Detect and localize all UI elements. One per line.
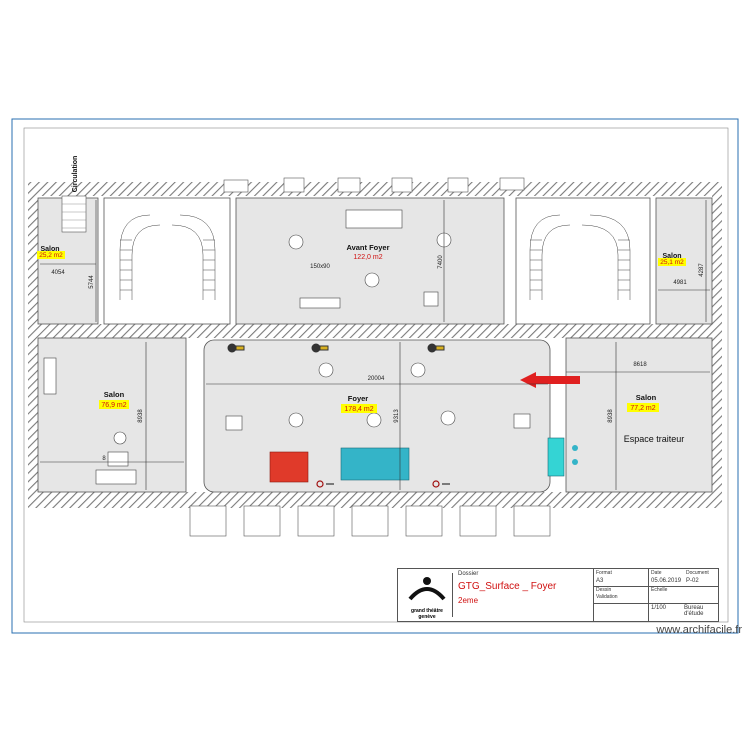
- watermark: www.archifacile.fr: [656, 624, 742, 636]
- salon-left-area-highlight: [99, 400, 129, 409]
- salon-right-area: 77,2 m2: [630, 405, 655, 412]
- drawn-value: Validation: [596, 594, 618, 600]
- foyer-area-highlight: [341, 404, 377, 413]
- avant-foyer-area: 122,0 m2: [353, 254, 382, 261]
- foyer-lamps: [227, 343, 445, 353]
- project-label: Dossier: [458, 571, 479, 577]
- foyer-dim-w: 20004: [368, 376, 385, 382]
- wall-right: [712, 182, 722, 508]
- logo-text: grand théâtre genève: [411, 608, 443, 620]
- sheet-inner-frame: [23, 127, 729, 623]
- salon-top-left-name: Salon: [40, 246, 59, 253]
- tb-divider-h: [593, 586, 718, 587]
- tb-divider-h2: [593, 603, 718, 604]
- room-salon-left: [37, 337, 187, 493]
- room-salon-right: [565, 337, 713, 493]
- stanchions: [316, 480, 450, 488]
- red-block: [269, 451, 309, 483]
- avant-foyer-dim-h: 7400: [438, 255, 444, 269]
- dimension-lines: [40, 200, 710, 490]
- cyan-dot: [572, 445, 578, 451]
- scale-label: Echelle: [651, 587, 668, 593]
- salon-top-right-dim-h: 4287: [699, 263, 705, 277]
- salon-right-area-highlight: [627, 403, 659, 412]
- salon-top-right-name: Salon: [662, 253, 681, 260]
- tb-divider-2: [648, 569, 649, 621]
- drawing-title: GTG_Surface _ Foyer: [458, 581, 557, 592]
- salon-left-dim-h: 8938: [138, 409, 144, 423]
- format-label: Format: [596, 570, 612, 576]
- salon-left-dim-w: 8: [102, 456, 106, 462]
- salon-left-name: Salon: [104, 390, 125, 399]
- staircase-right: [529, 214, 631, 300]
- format-value: A3: [596, 578, 604, 584]
- circulation-label: Circulation: [72, 156, 79, 193]
- theatre-logo-icon: [408, 577, 446, 601]
- cyan-dot-2: [572, 459, 578, 465]
- circulation-stair-lines: [62, 203, 86, 229]
- date-value: 05.06.2019: [651, 578, 682, 584]
- wall-top: [28, 182, 720, 196]
- foyer-area: 178,4 m2: [344, 406, 373, 413]
- salon-left-area: 76,9 m2: [101, 402, 126, 409]
- cyan-counter: [547, 437, 565, 477]
- drawn-label: Dessin: [596, 587, 612, 593]
- tb-divider: [593, 569, 594, 621]
- document-value: P-02: [686, 578, 699, 584]
- drawing-subtitle: 2eme: [458, 596, 479, 605]
- foyer-dim-h: 9313: [394, 409, 400, 423]
- salon-right-extra: Espace traiteur: [624, 434, 685, 444]
- scale-value: 1/100: [651, 605, 667, 611]
- wall-bottom: [28, 492, 720, 508]
- salon-right-dim-w: 8618: [633, 362, 647, 368]
- stair-hall-right: [515, 197, 651, 325]
- salon-top-left-dim-w: 4054: [51, 270, 65, 276]
- office-value: Bureau d'étude: [684, 605, 704, 617]
- salon-left-furniture: [43, 357, 137, 485]
- salon-top-right-area-highlight: [658, 258, 686, 266]
- salon-top-right-dim-w: 4981: [673, 280, 687, 286]
- document-label: Document: [686, 570, 709, 576]
- staircase-left: [119, 214, 216, 300]
- bottom-window-bays: [189, 505, 551, 537]
- stair-hall-left: [103, 197, 231, 325]
- avant-foyer-name: Avant Foyer: [346, 243, 389, 252]
- salon-right-name: Salon: [636, 393, 657, 402]
- wall-middle: [38, 324, 714, 338]
- cyan-block: [340, 447, 410, 481]
- title-block: grand théâtre genève Dossier GTG_Surface…: [397, 568, 719, 622]
- salon-top-right-area: 25,1 m2: [660, 259, 684, 266]
- circulation-shaft: [61, 195, 87, 233]
- salon-top-left-area-highlight: [37, 251, 65, 259]
- avant-foyer-dim-w: 150x90: [310, 264, 330, 270]
- logo-mark: grand théâtre genève: [402, 573, 453, 620]
- date-label: Date: [651, 570, 662, 576]
- foyer-furniture: [225, 362, 531, 431]
- salon-top-left-dim-h: 5744: [89, 275, 95, 289]
- salon-top-left-area: 25,2 m2: [39, 252, 63, 259]
- sheet-frame: [11, 118, 739, 634]
- salon-right-dim-h: 8938: [608, 409, 614, 423]
- top-window-bays: [223, 177, 525, 193]
- wall-left: [28, 182, 38, 508]
- foyer-name: Foyer: [348, 394, 369, 403]
